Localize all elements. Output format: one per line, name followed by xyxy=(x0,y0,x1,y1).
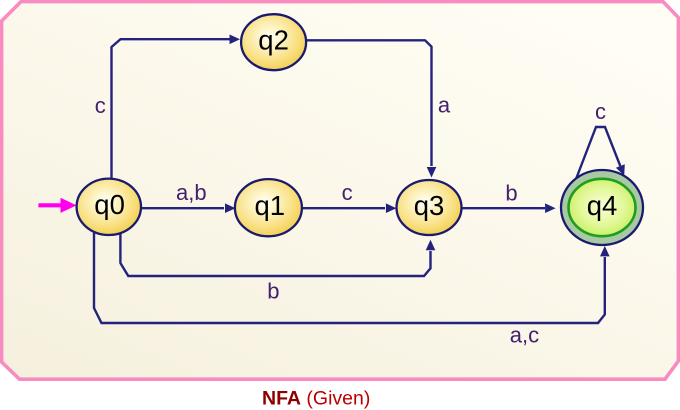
svg-text:q3: q3 xyxy=(414,190,445,221)
svg-text:q2: q2 xyxy=(258,25,289,56)
svg-text:a,c: a,c xyxy=(510,323,539,348)
svg-text:b: b xyxy=(267,278,279,303)
svg-text:a,b: a,b xyxy=(176,180,207,205)
svg-text:NFA (Given): NFA (Given) xyxy=(262,387,370,409)
svg-text:c: c xyxy=(595,99,606,124)
svg-text:c: c xyxy=(342,180,353,205)
svg-text:b: b xyxy=(505,180,517,205)
svg-text:c: c xyxy=(95,93,106,118)
svg-text:a: a xyxy=(438,93,451,118)
svg-text:q0: q0 xyxy=(94,189,125,220)
svg-text:q4: q4 xyxy=(587,190,618,221)
svg-text:q1: q1 xyxy=(255,190,286,221)
